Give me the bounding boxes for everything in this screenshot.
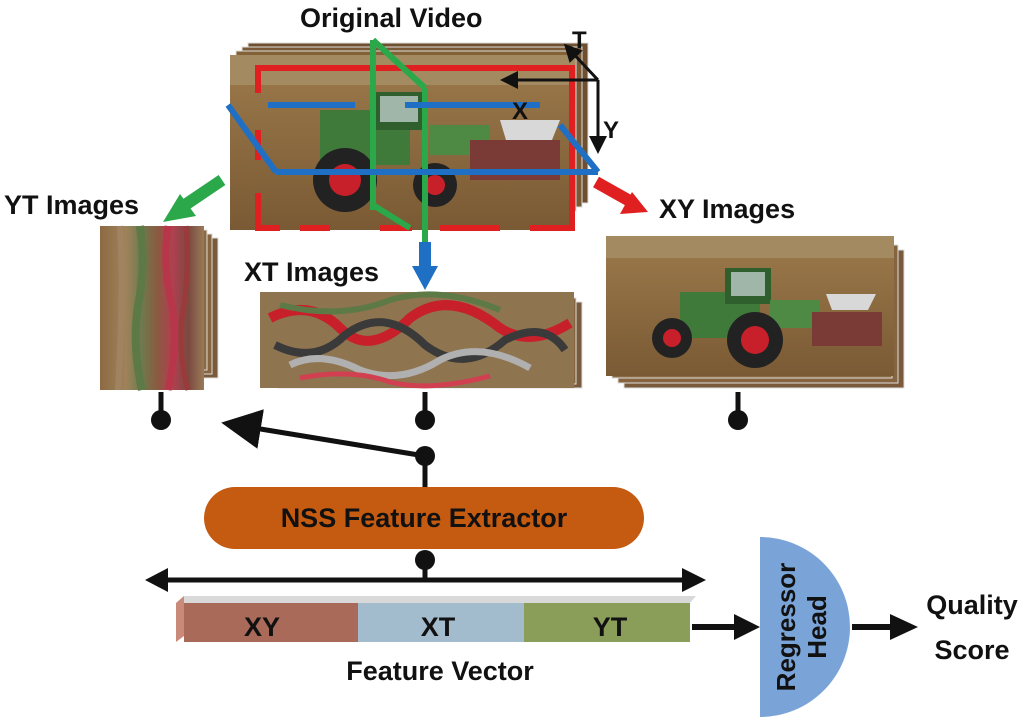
xt-plane	[225, 102, 601, 175]
segment-xy-label: XY	[244, 612, 280, 642]
arrow-icon	[852, 614, 918, 640]
extractor-label: NSS Feature Extractor	[281, 503, 568, 533]
arrow-icon	[692, 614, 760, 640]
regressor-label-2: Head	[802, 595, 832, 659]
segment-yt-label: YT	[593, 612, 628, 642]
xy-images-label: XY Images	[659, 194, 795, 224]
yt-slice	[100, 225, 204, 391]
arrow-to-xt	[412, 242, 438, 290]
feature-vector-label: Feature Vector	[346, 656, 534, 686]
nss-feature-extractor: NSS Feature Extractor	[204, 487, 644, 549]
axis-x-label: X	[512, 98, 528, 125]
axis-y-label: Y	[603, 117, 619, 144]
regressor-label-1: Regressor	[771, 563, 801, 692]
yt-images-label: YT Images	[4, 190, 139, 220]
extractor-input-arrow	[221, 409, 435, 488]
xt-images-label: XT Images	[244, 257, 379, 287]
tractor-frame	[606, 236, 894, 376]
arrow-to-xy	[593, 176, 648, 214]
xy-images-stack	[606, 236, 905, 389]
segment-yt	[524, 603, 690, 642]
segment-xt	[358, 603, 524, 642]
extractor-output	[145, 550, 706, 592]
xt-slice	[260, 291, 574, 389]
pin-connectors	[151, 392, 748, 430]
feature-vector: XY XT YT	[176, 596, 696, 642]
arrow-to-yt	[163, 175, 226, 222]
regressor-head: Regressor Head	[760, 537, 850, 717]
original-video-label: Original Video	[300, 3, 483, 33]
axes-icon	[500, 43, 607, 154]
quality-label-2: Score	[934, 635, 1009, 665]
xt-images-stack	[260, 291, 583, 389]
yt-images-stack	[100, 225, 219, 391]
segment-xy	[184, 603, 358, 642]
segment-xt-label: XT	[421, 612, 456, 642]
axis-t-label: T	[572, 27, 587, 54]
quality-label-1: Quality	[926, 590, 1018, 620]
xy-plane	[255, 65, 575, 231]
